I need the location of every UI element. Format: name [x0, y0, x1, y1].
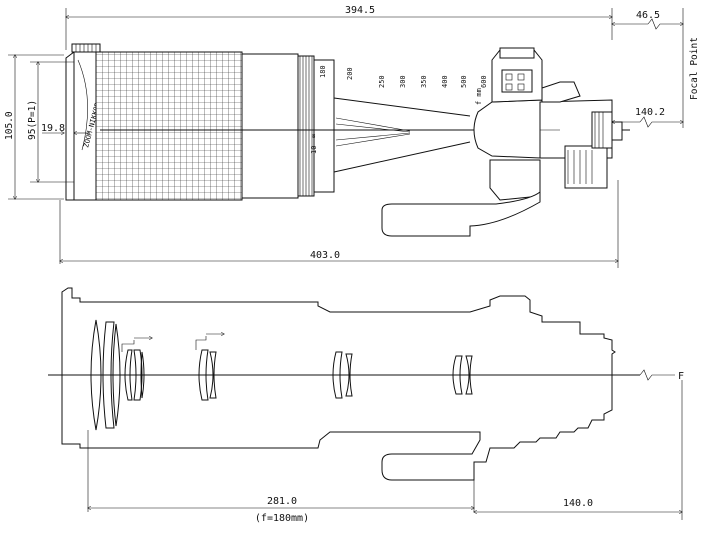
- front-offset-value: 19.8: [41, 123, 65, 134]
- svg-text:400: 400: [441, 75, 449, 88]
- zoom-lens-group: [195, 334, 224, 401]
- svg-text:250: 250: [378, 75, 386, 88]
- focal-point-marker: F: [678, 371, 684, 382]
- section-outline: [61, 287, 616, 481]
- front-diameter-value: 95(P=1): [27, 100, 38, 140]
- svg-text:600: 600: [480, 75, 488, 88]
- knurled-zoom-ring[interactable]: [95, 51, 243, 201]
- max-diameter-value: 105.0: [4, 111, 15, 140]
- front-lens-group: [90, 319, 121, 431]
- tripod-foot[interactable]: [381, 190, 541, 237]
- lens-rear-body: [473, 99, 623, 189]
- svg-text:500: 500: [460, 75, 468, 88]
- back-focus-dimension: 140.0: [474, 380, 682, 520]
- back-focus-value: 140.0: [563, 498, 593, 509]
- rear-lens-group: [452, 355, 473, 395]
- zoom-scale: 180 200 250 300 350 400 500 600 f mm 10 …: [310, 65, 488, 154]
- svg-text:∞: ∞: [310, 134, 318, 138]
- diameter-dimensions: 105.0 95(P=1) 19.8: [4, 55, 90, 199]
- overall-length-value: 394.5: [345, 5, 375, 16]
- total-length-dimension: 403.0: [60, 180, 618, 268]
- lens-barrel: [95, 51, 335, 201]
- tripod-lock-knob[interactable]: [499, 47, 535, 59]
- focus-lens-group: [121, 338, 152, 401]
- svg-text:300: 300: [399, 75, 407, 88]
- hood-extra-value: 46.5: [636, 10, 660, 21]
- svg-text:f mm: f mm: [475, 88, 483, 105]
- optical-length-dimension: 281.0 (f=180mm): [88, 430, 474, 524]
- hood-extra-dimension: 46.5: [612, 8, 683, 128]
- optical-length-value: 281.0: [267, 496, 297, 507]
- focal-point-label: Focal Point: [689, 37, 700, 100]
- flange-back-value: 140.2: [635, 107, 665, 118]
- tripod-collar: [381, 47, 581, 237]
- flange-back-dimension: 140.2: [612, 107, 683, 128]
- focal-condition-label: (f=180mm): [255, 513, 309, 524]
- overall-length-dimension: 394.5: [66, 5, 612, 50]
- svg-text:350: 350: [420, 75, 428, 88]
- total-length-value: 403.0: [310, 250, 340, 261]
- svg-text:200: 200: [346, 67, 354, 80]
- compensator-lens-group: [332, 351, 353, 399]
- svg-text:10: 10: [310, 146, 318, 154]
- section-view: F: [48, 287, 684, 524]
- svg-text:180: 180: [319, 65, 327, 78]
- top-view: 394.5 46.5 Focal Point 105.0 95(P=1) 19.…: [4, 5, 700, 268]
